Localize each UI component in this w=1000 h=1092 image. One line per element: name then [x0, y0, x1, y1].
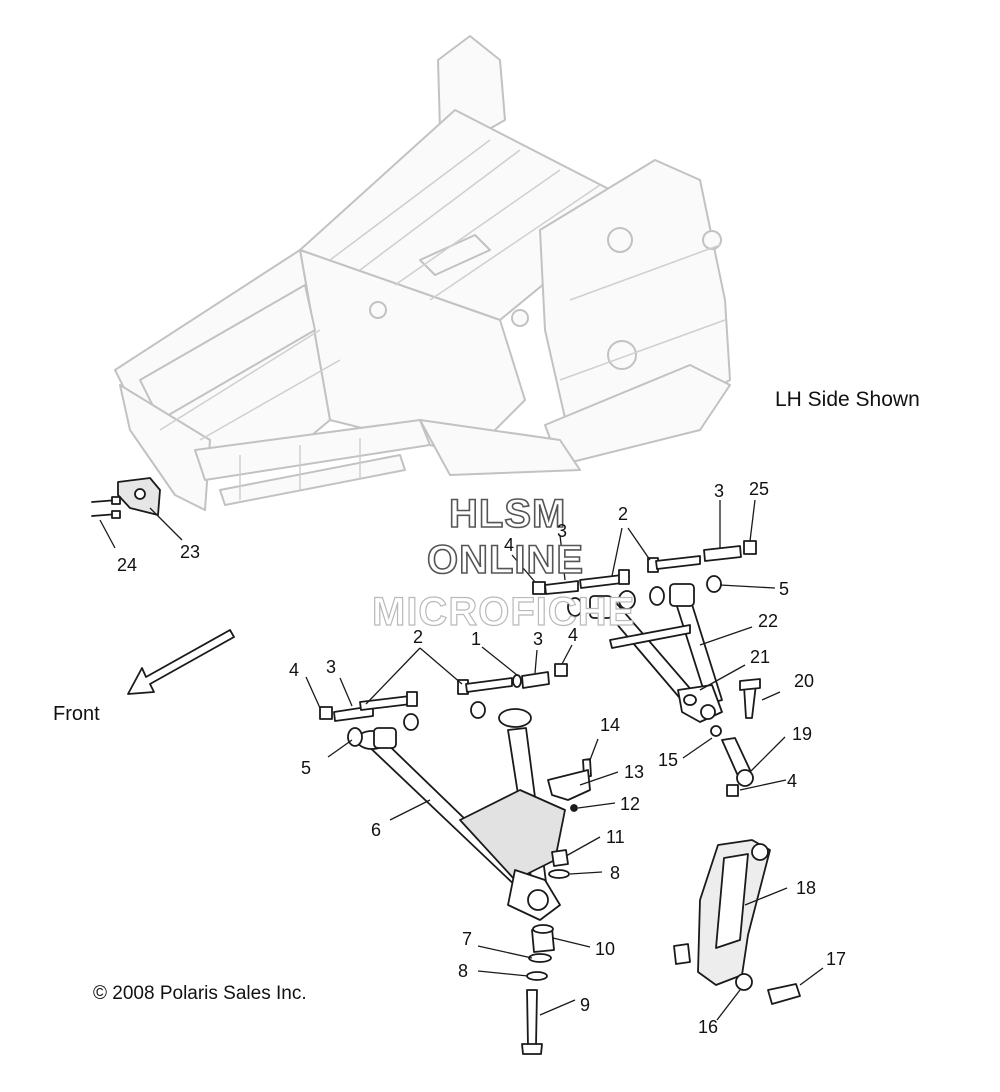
callout-21: 21	[750, 647, 771, 667]
callout-7: 7	[462, 929, 473, 949]
callout-3-left: 3	[326, 657, 337, 677]
chassis-details	[159, 139, 726, 500]
callout-1: 1	[471, 629, 482, 649]
chassis-frame	[114, 35, 731, 511]
callout-16: 16	[698, 1017, 719, 1037]
callout-19: 19	[792, 724, 813, 744]
front-label: Front	[53, 703, 100, 725]
callout-9: 9	[580, 995, 591, 1015]
callout-24: 24	[117, 555, 138, 575]
part-9-bolt	[526, 989, 538, 1047]
callout-20: 20	[794, 671, 815, 691]
callout-4-left: 4	[289, 660, 300, 680]
part-17-sleeve	[767, 983, 801, 1005]
callout-3-upper-left: 3	[557, 521, 568, 541]
callout-11: 11	[606, 827, 625, 847]
callout-22: 22	[758, 611, 779, 631]
callout-25: 25	[749, 479, 770, 499]
copyright-note: © 2008 Polaris Sales Inc.	[93, 983, 307, 1004]
side-note: LH Side Shown	[775, 388, 920, 411]
front-arrow	[127, 629, 235, 695]
callout-13: 13	[624, 762, 645, 782]
callout-10: 10	[595, 939, 616, 959]
callout-5-lower: 5	[301, 758, 312, 778]
callout-23: 23	[180, 542, 201, 562]
callout-4-right: 4	[787, 771, 798, 791]
suspension-parts	[91, 477, 801, 1055]
callout-5-upper: 5	[779, 579, 790, 599]
callout-8-upper: 8	[610, 863, 621, 883]
callout-3-upper-right: 3	[714, 481, 725, 501]
callout-6: 6	[371, 820, 382, 840]
callout-15: 15	[658, 750, 679, 770]
part-13-guard	[547, 769, 591, 801]
callout-4-upper: 4	[504, 535, 515, 555]
callout-4-middle: 4	[568, 625, 579, 645]
callout-2-lower: 2	[413, 627, 424, 647]
callout-14: 14	[600, 715, 621, 735]
leader-lines	[99, 499, 824, 1021]
callout-3-middle: 3	[533, 629, 544, 649]
callout-18: 18	[796, 878, 817, 898]
watermark-line-1: HLSM	[448, 492, 567, 536]
watermark-line-3: MICROFICHE	[371, 590, 636, 634]
watermark-line-2: ONLINE	[426, 538, 585, 582]
callout-12: 12	[620, 794, 641, 814]
callout-2-upper: 2	[618, 504, 629, 524]
callout-8-lower: 8	[458, 961, 469, 981]
callout-17: 17	[826, 949, 847, 969]
